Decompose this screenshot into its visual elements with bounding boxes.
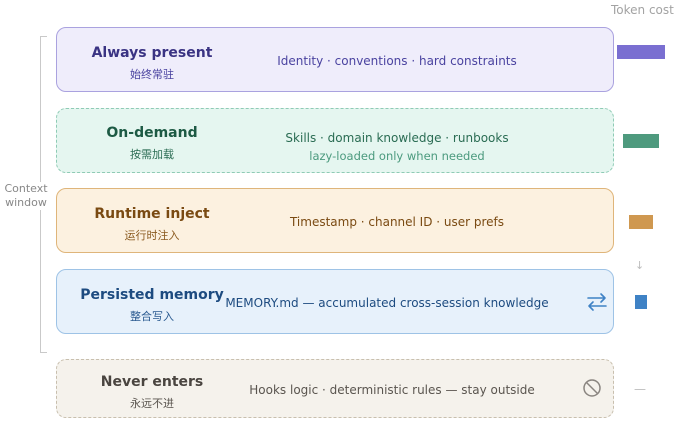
token-bar-always-present <box>617 45 665 59</box>
token-bar-runtime-inject <box>629 215 653 229</box>
sync-arrows-icon <box>587 293 607 311</box>
layer-name: On-demand <box>106 125 198 141</box>
layer-description: Identity · conventions · hard constraint… <box>277 54 517 68</box>
layer-subnote: lazy-loaded only when needed <box>309 149 485 163</box>
token-mark-never-enters: — <box>634 382 646 396</box>
layer-name-cn: 永远不进 <box>130 397 174 410</box>
layer-name: Never enters <box>100 374 204 390</box>
layer-always-present: Always present 始终常驻 Identity · conventio… <box>56 27 614 92</box>
layer-name-cn: 按需加载 <box>130 148 174 161</box>
token-cost-header: Token cost <box>611 3 674 17</box>
layer-name: Persisted memory <box>80 287 224 303</box>
layer-description: Timestamp · channel ID · user prefs <box>289 215 505 229</box>
layer-name-cn: 运行时注入 <box>124 229 180 242</box>
token-bar-on-demand <box>623 134 659 148</box>
ban-icon <box>583 379 601 397</box>
layer-description: Hooks logic · deterministic rules — stay… <box>249 383 535 397</box>
layer-name: Runtime inject <box>94 206 210 222</box>
layer-name-cn: 始终常驻 <box>130 68 174 81</box>
layer-persisted-memory: Persisted memory 整合写入 MEMORY.md — accumu… <box>56 269 614 334</box>
layer-runtime-inject: Runtime inject 运行时注入 Timestamp · channel… <box>56 188 614 253</box>
down-arrow-icon: ↓ <box>635 259 645 272</box>
layer-never-enters: Never enters 永远不进 Hooks logic · determin… <box>56 359 614 418</box>
layer-description: MEMORY.md — accumulated cross-session kn… <box>225 296 549 310</box>
token-bar-persisted-memory <box>635 295 647 309</box>
layer-on-demand: On-demand 按需加载 Skills · domain knowledge… <box>56 108 614 173</box>
layer-name: Always present <box>91 45 213 61</box>
layer-name-cn: 整合写入 <box>130 310 174 323</box>
context-window-label: Context window <box>3 182 49 210</box>
layer-description: Skills · domain knowledge · runbooks <box>285 131 509 145</box>
